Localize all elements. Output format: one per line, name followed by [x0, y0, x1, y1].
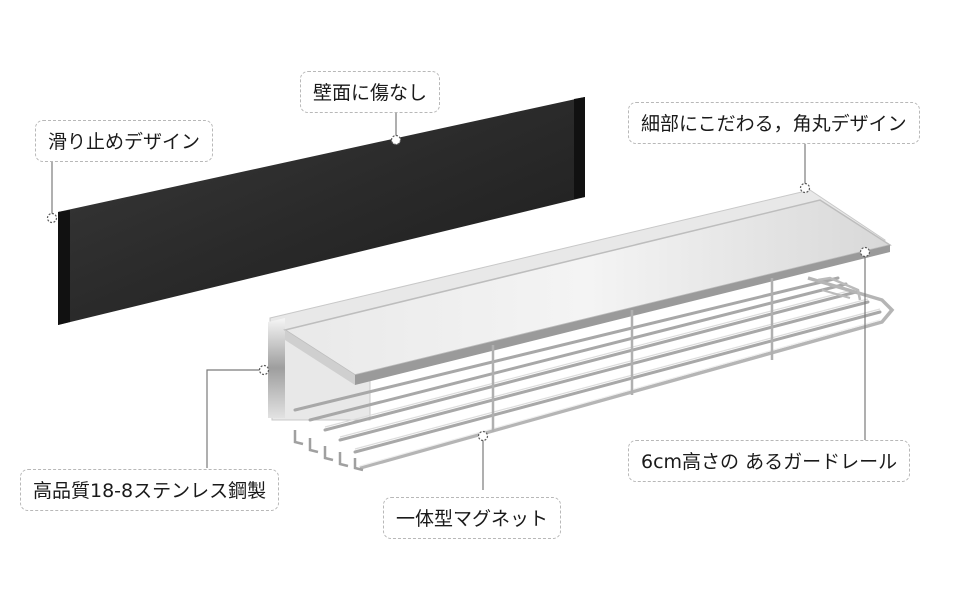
- magnetic-pad: [58, 97, 585, 325]
- label-slip-resistant: 滑り止めデザイン: [35, 120, 214, 162]
- label-no-wall-damage: 壁面に傷なし: [300, 71, 441, 113]
- callout-lines: [51, 112, 866, 490]
- label-stainless-steel: 高品質18-8ステンレス鋼製: [20, 469, 280, 511]
- shelf-body: [268, 189, 895, 472]
- label-integrated-magnet: 一体型マグネット: [383, 497, 562, 539]
- label-guard-rail: 6cm高さの あるガードレール: [628, 440, 911, 482]
- callout-markers: [46, 134, 871, 442]
- label-rounded-detail: 細部にこだわる，角丸デザイン: [628, 102, 920, 144]
